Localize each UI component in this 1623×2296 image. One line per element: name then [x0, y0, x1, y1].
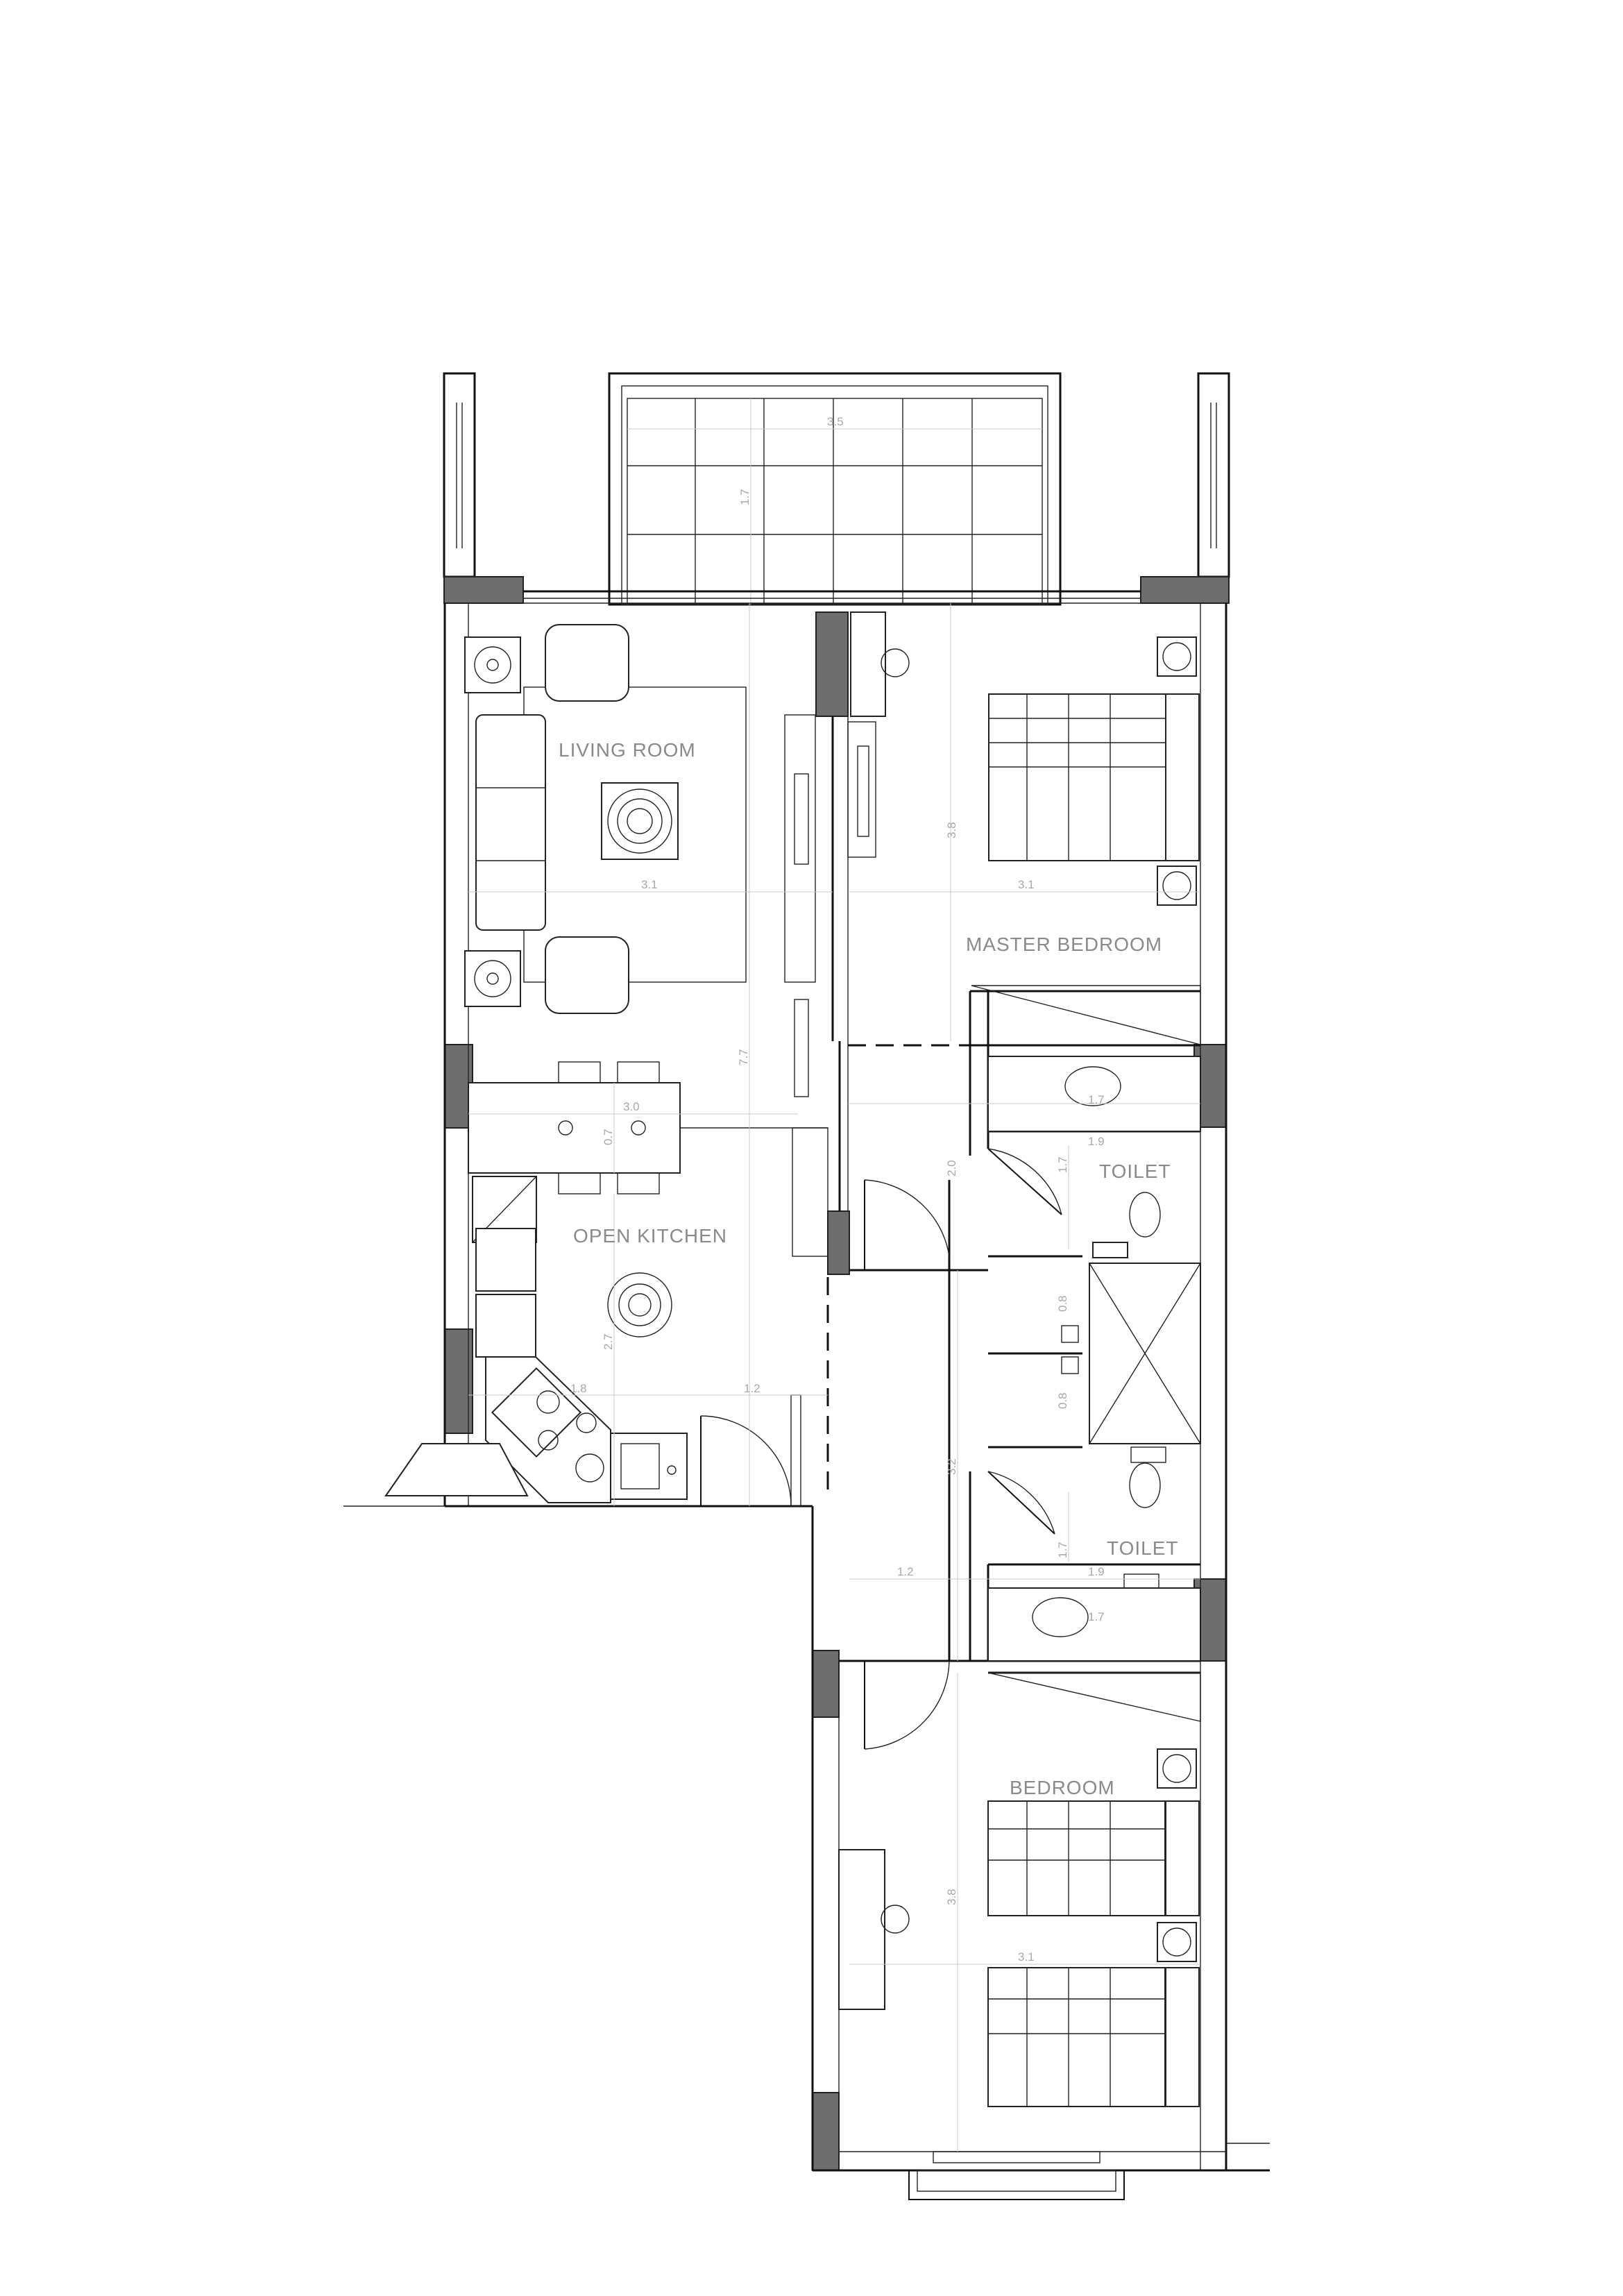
- dim-master-width: 3.1: [1018, 878, 1035, 891]
- dim-bedroom-width: 3.1: [1018, 1950, 1035, 1964]
- dim-corridor-lower: 3.2: [945, 1458, 958, 1475]
- dim-kitchen-width: 1.8: [570, 1382, 587, 1395]
- living-room-label: LIVING ROOM: [559, 739, 696, 761]
- dim-bedroom-depth: 3.8: [945, 1889, 958, 1905]
- dim-toilet-1-depth: 1.7: [1056, 1156, 1069, 1173]
- balcony-fins: [443, 372, 1230, 578]
- dimension-labels: 3.5 1.7 3.1 3.1 3.8 7.7 1.7 1.9 1.7 2.0 …: [570, 415, 1105, 1964]
- living-room-furniture: [464, 624, 816, 1097]
- balcony: [608, 372, 1062, 606]
- toilet-1-label: TOILET: [1099, 1160, 1171, 1182]
- toilet-2-label: TOILET: [1107, 1537, 1179, 1559]
- dim-kitchen-depth: 2.7: [602, 1333, 615, 1350]
- master-bedroom-furniture: [847, 611, 1201, 1045]
- dim-closet-lower: 0.8: [1056, 1392, 1069, 1409]
- dim-dining-width: 3.0: [623, 1100, 640, 1113]
- bedroom-furniture: [838, 1672, 1201, 2107]
- dim-corridor-upper: 2.0: [945, 1160, 958, 1176]
- dim-balcony-width: 3.5: [827, 415, 844, 428]
- dim-master-depth: 3.8: [945, 822, 958, 838]
- kitchen-furniture: [384, 1061, 829, 1503]
- dim-apartment-length: 7.7: [737, 1049, 750, 1065]
- dim-vanity-2: 1.7: [1088, 1610, 1105, 1623]
- open-kitchen-label: OPEN KITCHEN: [573, 1225, 727, 1247]
- room-labels: LIVING ROOM MASTER BEDROOM TOILET OPEN K…: [559, 739, 1179, 1798]
- dim-toilet-1-width: 1.9: [1088, 1135, 1105, 1148]
- dim-corridor-width: 1.2: [897, 1565, 914, 1578]
- dim-living-width: 3.1: [641, 878, 658, 891]
- dim-closet-upper: 0.8: [1056, 1295, 1069, 1312]
- dim-vanity-1: 1.7: [1088, 1093, 1105, 1106]
- dim-toilet-2-depth: 1.7: [1056, 1542, 1069, 1558]
- dim-dining-depth: 0.7: [602, 1129, 615, 1145]
- master-bedroom-label: MASTER BEDROOM: [966, 934, 1162, 955]
- toilet-fixtures: [987, 1056, 1201, 1662]
- dim-kitchen-entry: 1.2: [744, 1382, 760, 1395]
- dimension-lines: [468, 603, 1200, 2152]
- bedroom-label: BEDROOM: [1010, 1777, 1115, 1798]
- dim-toilet-2-width: 1.9: [1088, 1565, 1105, 1578]
- dim-balcony-depth: 1.7: [738, 489, 751, 505]
